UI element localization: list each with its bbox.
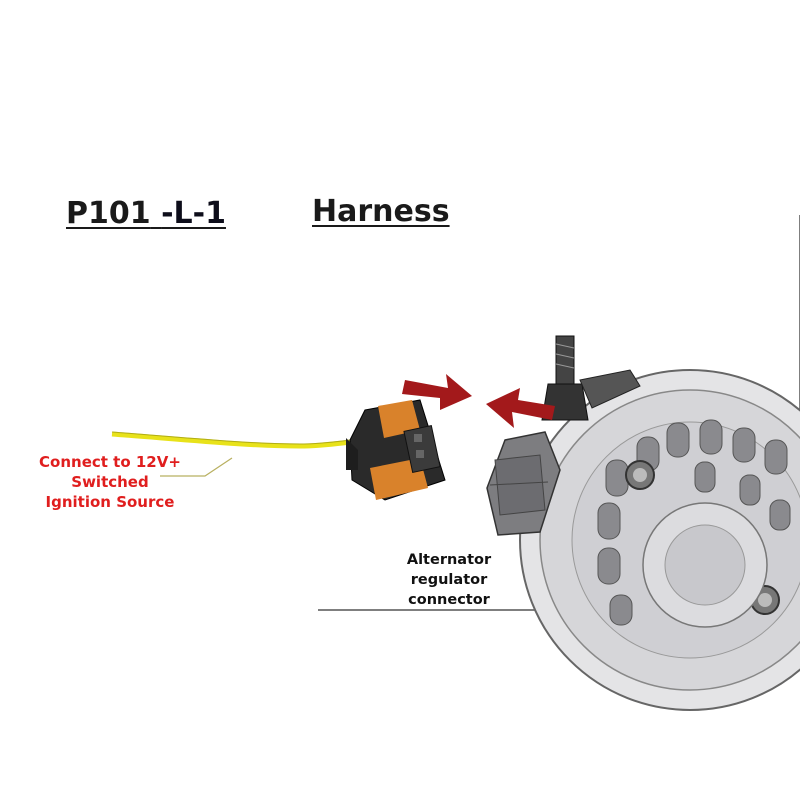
yellow-wire — [111, 431, 361, 449]
alternator-label: Alternator regulator connector — [392, 550, 506, 610]
part-number-main: P101 — [66, 196, 151, 231]
alternator-label-line3: connector — [408, 592, 490, 608]
connect-label-line3: Ignition Source — [45, 493, 175, 511]
harness-connector — [346, 399, 446, 501]
arrow-left-icon — [486, 388, 555, 428]
connect-label: Connect to 12V+ Switched Ignition Source — [22, 452, 198, 512]
part-number-title: P101 -L-1 — [66, 196, 226, 231]
alternator-label-line1: Alternator — [406, 552, 492, 568]
alternator-label-line2: regulator — [410, 572, 488, 588]
alternator — [318, 215, 800, 711]
leader-line — [160, 457, 233, 477]
arrow-right-icon — [402, 374, 472, 410]
connect-label-line1: Connect to 12V+ — [39, 453, 181, 471]
part-number-suffix: -L-1 — [161, 196, 226, 231]
connect-label-line2: Switched — [71, 473, 149, 491]
harness-title: Harness — [312, 194, 450, 229]
